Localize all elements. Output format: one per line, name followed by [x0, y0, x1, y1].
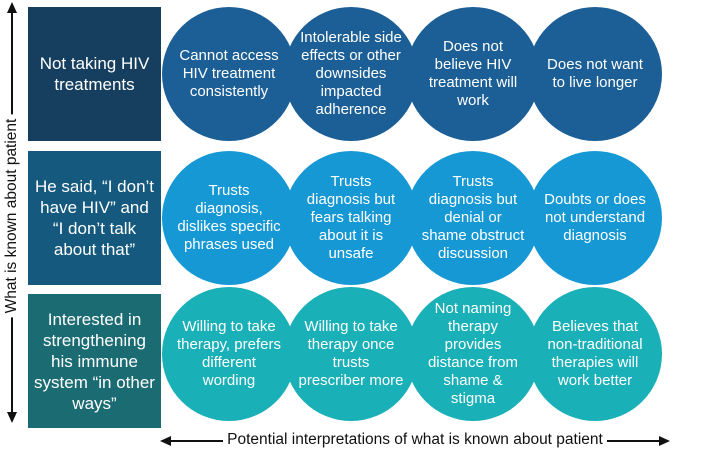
x-axis: Potential interpretations of what is kno… — [160, 428, 670, 452]
y-axis: What is known about patient — [0, 0, 24, 425]
interpretation-circle: Willing to take therapy, prefers differe… — [162, 287, 296, 421]
interpretation-circle: Doubts or does not understand diagnosis — [528, 151, 662, 285]
x-axis-label: Potential interpretations of what is kno… — [160, 431, 670, 449]
y-axis-label: What is known about patient — [3, 114, 21, 318]
interpretation-circle: Not naming therapy provides distance fro… — [406, 287, 540, 421]
row-label-immune-system: Interested in strengthening his immune s… — [28, 294, 161, 428]
interpretation-circle: Trusts diagnosis, dislikes specific phra… — [162, 151, 296, 285]
interpretation-circle: Does not believe HIV treatment will work — [406, 7, 540, 141]
interpretation-circle: Intolerable side effects or other downsi… — [284, 7, 418, 141]
row-label-not-taking-treatments: Not taking HIV treatments — [28, 7, 161, 141]
interpretation-circle: Believes that non-traditional therapies … — [528, 287, 662, 421]
interpretation-circle: Does not want to live longer — [528, 7, 662, 141]
interpretation-circle: Cannot access HIV treatment consistently — [162, 7, 296, 141]
interpretation-circle: Trusts diagnosis but denial or shame obs… — [406, 151, 540, 285]
interpretation-circle: Trusts diagnosis but fears talking about… — [284, 151, 418, 285]
interpretation-circle: Willing to take therapy once trusts pres… — [284, 287, 418, 421]
row-label-said-no-hiv: He said, “I don’t have HIV” and “I don’t… — [28, 151, 161, 285]
